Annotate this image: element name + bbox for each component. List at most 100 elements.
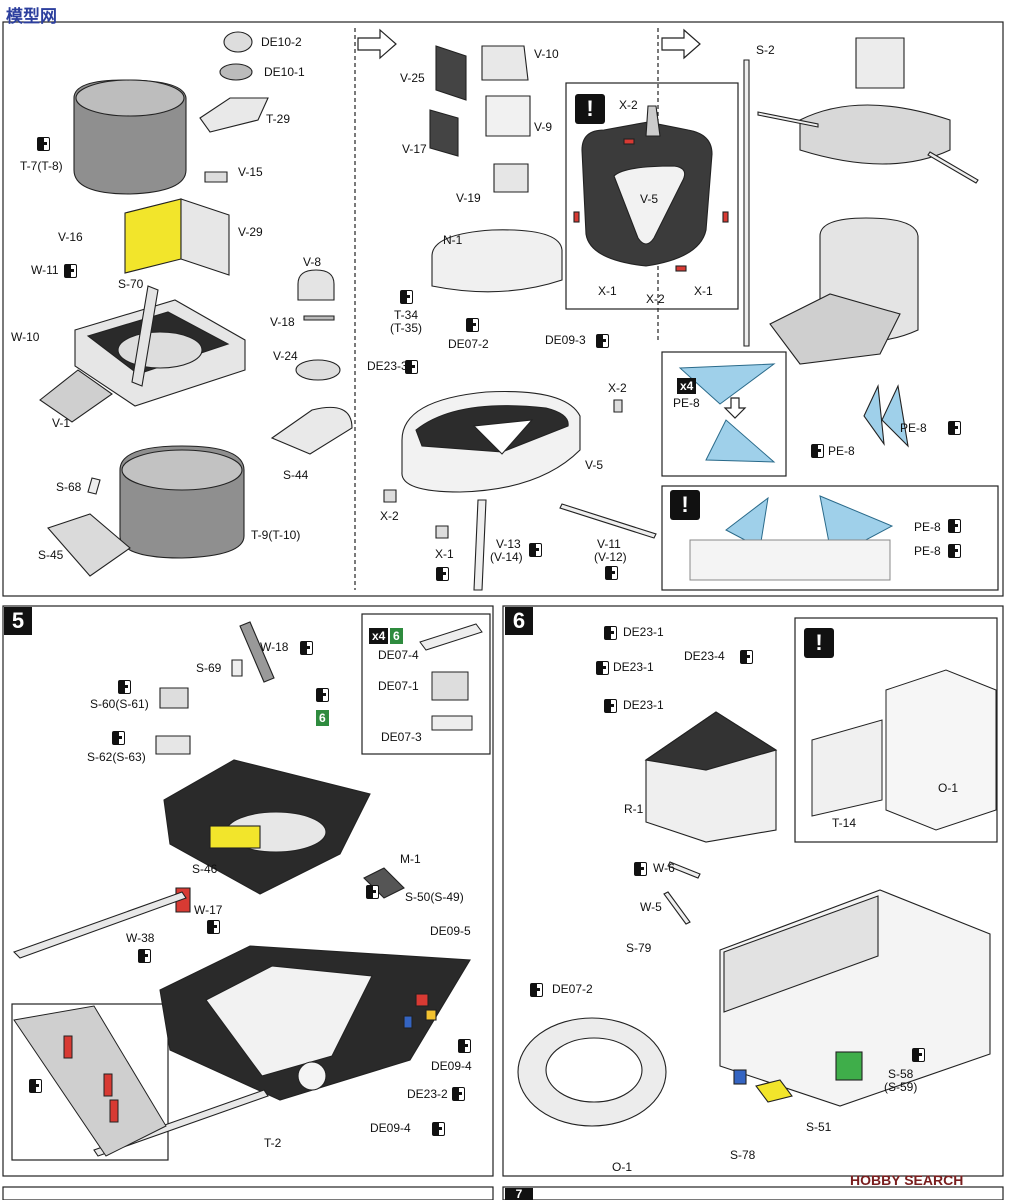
part-s-70 [131, 285, 159, 387]
part-label: X-1 [598, 284, 617, 298]
part-label: T-7(T-8) [20, 159, 63, 173]
part-s-58 [835, 1051, 863, 1081]
t14-target-structure [885, 669, 997, 831]
part-label: S-51 [806, 1120, 832, 1134]
part-w-6 [667, 861, 701, 879]
part-de23-2 [403, 1015, 413, 1029]
part-sheet-icon [948, 421, 961, 435]
part-label: DE23-4 [684, 649, 725, 663]
part-de07-1 [431, 671, 469, 701]
part-n-1 [431, 229, 563, 293]
panel-step-5 [2, 605, 494, 1177]
part-label: V-8 [303, 255, 322, 269]
part-t-7-top [75, 79, 185, 117]
part-label: V-13 [496, 537, 521, 551]
part-label: W-6 [653, 861, 675, 875]
mast-lower-deck [769, 293, 901, 365]
part-v-19 [493, 163, 529, 193]
part-de07-3 [431, 715, 473, 731]
panel-step-6 [502, 605, 1004, 1177]
detail-box-pe8-fit [661, 485, 999, 591]
part-label: X-1 [694, 284, 713, 298]
part-label: W-17 [194, 903, 223, 917]
attention-icon: ! [670, 490, 700, 520]
pe8-fit-left [725, 496, 769, 549]
part-label: O-1 [938, 781, 959, 795]
part-label: DE07-3 [381, 730, 422, 744]
part-sheet-icon [118, 680, 131, 694]
part-label: S-2 [756, 43, 775, 57]
panel-step-4 [2, 21, 1004, 597]
part-label: S-70 [118, 277, 144, 291]
part-label: W-38 [126, 931, 155, 945]
part-label: S-78 [730, 1148, 756, 1162]
part-sheet-icon [300, 641, 313, 655]
part-label: V-1 [52, 416, 71, 430]
step-reference-badge: 6 [316, 710, 329, 726]
part-label: PE-8 [914, 544, 941, 558]
part-label: S-62(S-63) [87, 750, 146, 764]
part-sheet-icon [912, 1048, 925, 1062]
part-sheet-icon [604, 626, 617, 640]
part-s-69 [231, 659, 243, 677]
part-sheet-icon [366, 885, 379, 899]
part-label: X-2 [619, 98, 638, 112]
red-part-c [109, 1099, 119, 1123]
part-sheet-icon [432, 1122, 445, 1136]
part-label: DE23-2 [407, 1087, 448, 1101]
part-sheet-icon [138, 949, 151, 963]
pe8-fit-structure [689, 539, 891, 581]
part-sheet-icon [811, 444, 824, 458]
part-label: S-79 [626, 941, 652, 955]
part-label: R-1 [624, 802, 644, 816]
red-parts-detail [13, 1005, 167, 1157]
part-r-1-roof [644, 711, 778, 771]
part-de07-4 [419, 623, 483, 651]
watermark-bottom: HOBBY SEARCH [850, 1172, 964, 1188]
part-label: V-15 [238, 165, 263, 179]
attention-icon: ! [804, 628, 834, 658]
part-s-44 [270, 406, 353, 455]
part-s-51 [755, 1079, 793, 1103]
red-parts-deck [13, 1005, 167, 1157]
part-label: W-5 [640, 900, 662, 914]
part-sheet-icon [530, 983, 543, 997]
red-part-b [103, 1073, 113, 1097]
part-v-17 [429, 109, 459, 157]
part-t-2-well [205, 965, 373, 1077]
part-label: V-18 [270, 315, 295, 329]
part-label: S-44 [283, 468, 309, 482]
part-label: DE09-5 [430, 924, 471, 938]
part-w-5 [663, 891, 691, 925]
part-sheet-icon [37, 137, 50, 151]
part-v-10 [481, 45, 529, 81]
part-label: V-16 [58, 230, 83, 244]
part-x-2-piece-b [383, 489, 397, 503]
step-number-7: 7 [505, 1188, 533, 1200]
mast-top-box [855, 37, 905, 89]
part-label: S-46 [192, 862, 218, 876]
part-x-2-piece [613, 399, 623, 413]
part-sheet-icon [405, 360, 418, 374]
part-label: S-58 [888, 1067, 914, 1081]
part-s-46 [209, 825, 261, 849]
part-label: V-11 [597, 537, 621, 551]
step-number-5: 5 [4, 607, 32, 635]
part-s-2 [743, 59, 750, 347]
part-label: DE07-2 [448, 337, 489, 351]
part-t-14 [811, 719, 883, 817]
part-w-38 [12, 891, 187, 959]
part-label: PE-8 [673, 396, 700, 410]
part-label: V-9 [534, 120, 553, 134]
part-o-1-ring-inner [545, 1037, 643, 1103]
flow-arrow-2 [661, 28, 701, 60]
part-v-1-oval [117, 331, 203, 369]
part-s-45 [47, 513, 131, 577]
part-s-68 [87, 477, 101, 495]
part-sheet-icon [458, 1039, 471, 1053]
part-label: T-2 [264, 1136, 282, 1150]
part-label: V-17 [402, 142, 427, 156]
v5-detail-mast [645, 105, 661, 137]
part-v-25 [435, 45, 467, 101]
part-de10-1 [219, 63, 253, 81]
